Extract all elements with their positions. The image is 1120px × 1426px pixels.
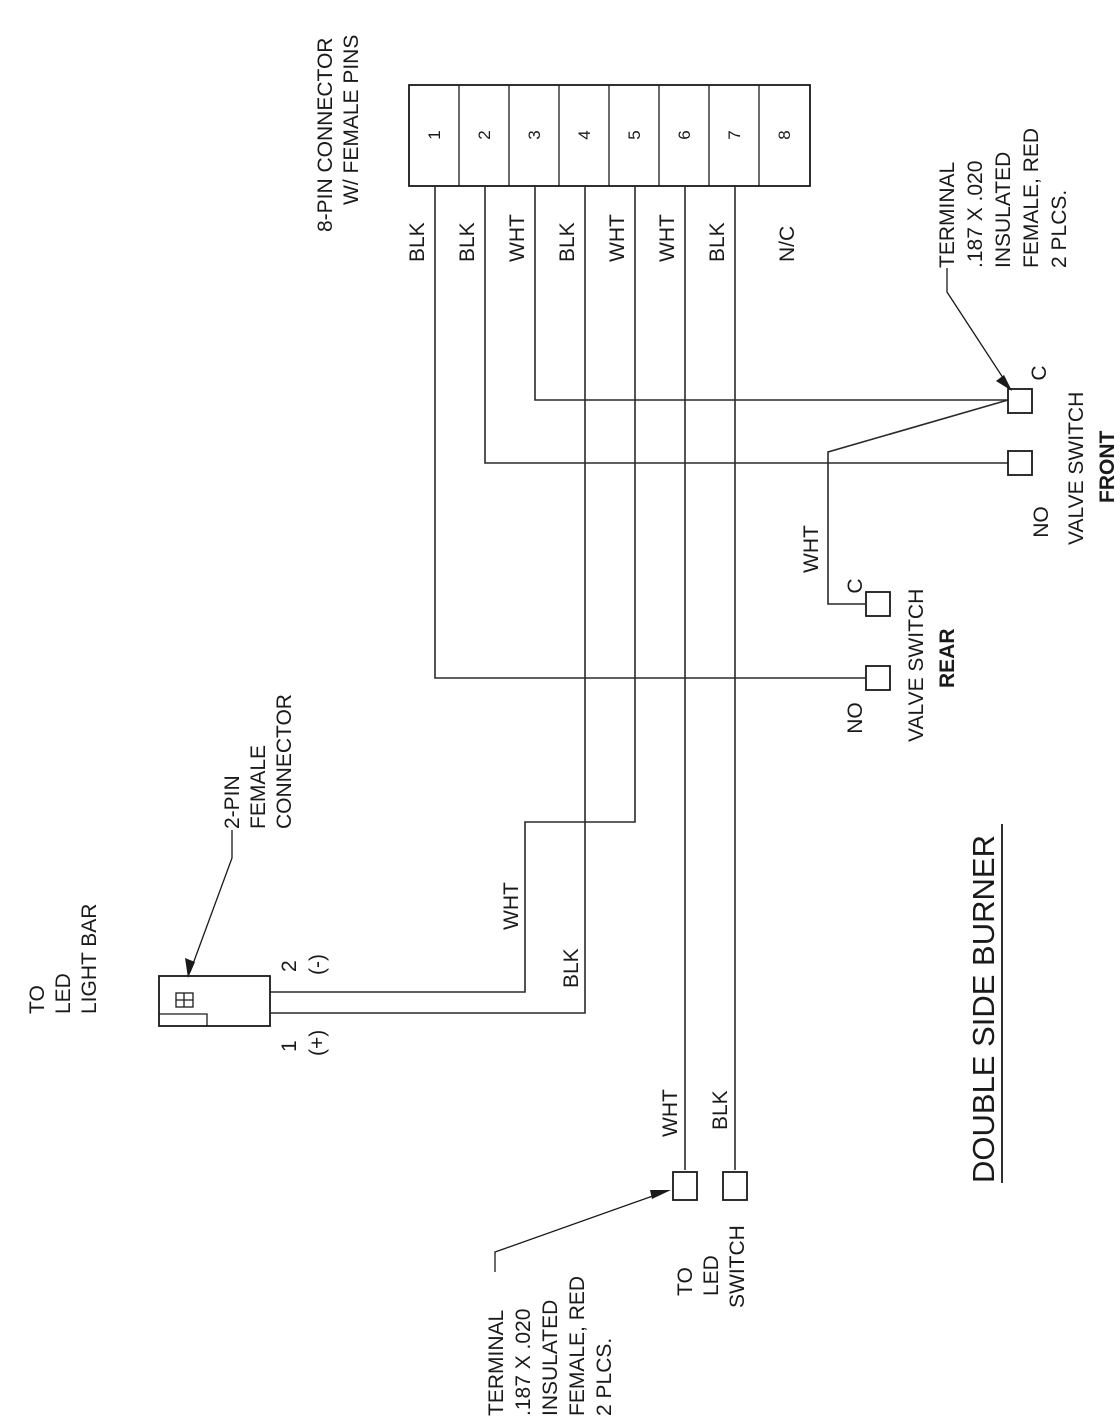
wire-front-c-to-rear-c [827, 399, 1009, 605]
wire-pin-5-to-light-bar [270, 186, 636, 993]
light-bar-wht-label: WHT [500, 882, 523, 930]
led-switch: WHT BLK TO LED SWITCH [659, 1089, 749, 1308]
diagram-title: DOUBLE SIDE BURNER [966, 835, 1001, 1183]
rear-wht-wire-label: WHT [800, 525, 823, 573]
bottom-terminal-label-2: .187 X .020 [512, 1309, 535, 1416]
front-valve-switch-position: FRONT [1096, 431, 1119, 503]
eight-pin-connector-label-2: W/ FEMALE PINS [340, 35, 363, 205]
pin-number-6: 6 [675, 130, 694, 139]
front-terminal-label-2: .187 X .020 [964, 161, 987, 268]
front-terminal-label-4: FEMALE, RED [1020, 128, 1043, 268]
pin-2-polarity: (-) [306, 954, 329, 975]
rear-valve-switch: C NO VALVE SWITCH REAR WHT [800, 525, 959, 742]
pin-number-2: 2 [475, 130, 494, 139]
led-switch-label-2: LED [700, 1255, 723, 1296]
bottom-terminal-label-3: INSULATED [539, 1300, 562, 1416]
wires [270, 186, 1009, 1170]
pin-number-8: 8 [775, 130, 794, 139]
front-no-terminal [1007, 450, 1033, 476]
two-pin-connector-key [159, 1013, 208, 1026]
wire-pin-3-to-front-c [534, 186, 1008, 401]
eight-pin-connector: 1 2 3 4 5 6 7 8 8-PIN CONNECTOR W/ FEMAL… [314, 35, 811, 262]
bottom-terminal-leader [494, 1190, 668, 1272]
diagram-title-group: DOUBLE SIDE BURNER [966, 824, 1003, 1183]
bottom-terminal-label-1: TERMINAL [485, 1310, 508, 1416]
two-pin-connector-body [158, 975, 271, 1027]
pin-2-number: 2 [278, 960, 301, 972]
bottom-terminal-arrowhead [650, 1190, 671, 1199]
front-valve-switch: C NO VALVE SWITCH FRONT [1007, 365, 1119, 545]
led-switch-blk-terminal [722, 1171, 748, 1201]
pin-1-polarity: (+) [306, 1030, 329, 1056]
rear-valve-switch-position: REAR [936, 628, 959, 688]
wire-color-pin-2: BLK [456, 222, 479, 262]
led-switch-blk-label: BLK [709, 1090, 732, 1130]
wire-color-pin-7: BLK [706, 222, 729, 262]
rear-c-terminal [865, 591, 891, 617]
wire-pin-1-to-rear-no [434, 186, 865, 679]
eight-pin-connector-label-1: 8-PIN CONNECTOR [314, 38, 337, 232]
light-bar-label-3: LIGHT BAR [78, 904, 101, 1014]
light-bar-label-2: LED [52, 973, 75, 1014]
wire-color-pin-6: WHT [656, 214, 679, 262]
pin-number-1: 1 [425, 130, 444, 139]
wire-color-pin-5: WHT [606, 214, 629, 262]
front-c-terminal [1007, 388, 1033, 414]
wire-color-pin-3: WHT [506, 214, 529, 262]
two-pin-connector-label-3: CONNECTOR [273, 694, 296, 829]
pin-number-5: 5 [625, 130, 644, 139]
rear-no-label: NO [844, 702, 867, 734]
pin-number-3: 3 [525, 130, 544, 139]
two-pin-connector-label-1: 2-PIN [221, 775, 244, 829]
bottom-terminal-callout: TERMINAL .187 X .020 INSULATED FEMALE, R… [485, 1190, 671, 1416]
front-terminal-callout: TERMINAL .187 X .020 INSULATED FEMALE, R… [936, 128, 1071, 391]
front-c-label: C [1028, 365, 1051, 380]
wire-color-pin-8: N/C [776, 226, 799, 262]
front-terminal-leader [946, 268, 1010, 388]
front-valve-switch-label: VALVE SWITCH [1065, 392, 1088, 545]
front-terminal-arrowhead [996, 375, 1012, 391]
wire-color-pin-1: BLK [406, 222, 429, 262]
pin-number-7: 7 [725, 130, 744, 139]
led-switch-label-3: SWITCH [726, 1225, 749, 1308]
front-terminal-label-1: TERMINAL [936, 162, 959, 268]
two-pin-connector: 2-PIN FEMALE CONNECTOR TO LED LIGHT BAR … [26, 694, 583, 1056]
bottom-terminal-label-5: 2 PLCS. [593, 1338, 616, 1416]
rear-valve-switch-label: VALVE SWITCH [905, 589, 928, 742]
front-no-label: NO [1030, 506, 1053, 538]
wire-pin-2-to-front-no [484, 186, 1008, 464]
rear-c-label: C [844, 578, 867, 593]
front-terminal-label-3: INSULATED [992, 152, 1015, 268]
two-pin-connector-leader [189, 830, 233, 973]
two-pin-connector-label-2: FEMALE [247, 745, 270, 829]
led-switch-wht-terminal [672, 1171, 698, 1201]
two-pin-connector-arrowhead [185, 958, 195, 978]
pin-1-number: 1 [278, 1040, 301, 1052]
front-terminal-label-5: 2 PLCS. [1048, 190, 1071, 268]
wire-pin-4-to-light-bar [270, 186, 586, 1014]
led-switch-wht-label: WHT [659, 1089, 682, 1137]
wire-color-pin-4: BLK [556, 222, 579, 262]
pin-number-4: 4 [575, 130, 594, 139]
bottom-terminal-label-4: FEMALE, RED [566, 1276, 589, 1416]
light-bar-label-1: TO [26, 985, 49, 1014]
led-switch-label-1: TO [674, 1267, 697, 1296]
light-bar-blk-label: BLK [560, 948, 583, 988]
rear-no-terminal [865, 665, 891, 691]
